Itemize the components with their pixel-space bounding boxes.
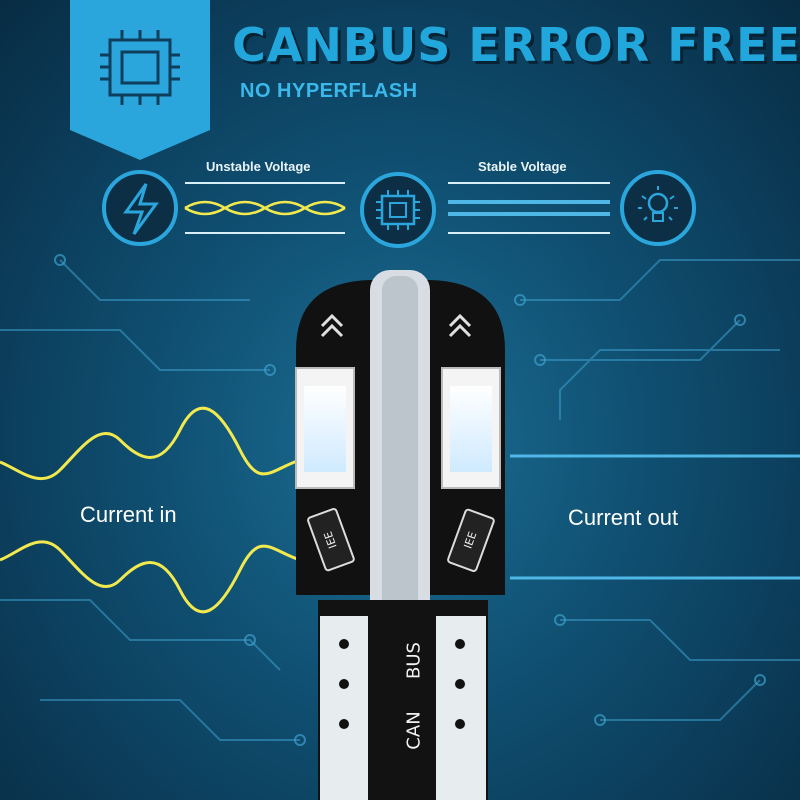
chip-icon xyxy=(360,172,436,248)
stable-voltage-label: Stable Voltage xyxy=(478,159,567,174)
stable-voltage-lines xyxy=(448,182,610,234)
current-out-lines xyxy=(510,454,800,580)
header-tab xyxy=(70,0,210,160)
circuit-traces xyxy=(0,259,800,741)
unstable-voltage-label: Unstable Voltage xyxy=(206,159,311,174)
pcb-label-bus: BUS xyxy=(403,642,425,679)
led-bulb: IEE IEE xyxy=(295,270,505,800)
resistor-mark-left: IEE xyxy=(321,530,339,551)
lightning-icon xyxy=(102,170,178,246)
chip-icon xyxy=(100,30,180,105)
current-in-wave xyxy=(0,406,301,614)
pcb-label-can: CAN xyxy=(403,711,425,750)
bulb-icon xyxy=(620,170,696,246)
unstable-voltage-lines xyxy=(184,182,346,234)
current-in-label: Current in xyxy=(80,502,177,527)
current-out-label: Current out xyxy=(568,505,679,530)
subtitle: NO HYPERFLASH xyxy=(240,80,418,102)
page-title: CANBUS ERROR FREE xyxy=(232,18,800,72)
circuit-nodes xyxy=(54,254,766,746)
resistor-mark-right: IEE xyxy=(461,530,479,551)
